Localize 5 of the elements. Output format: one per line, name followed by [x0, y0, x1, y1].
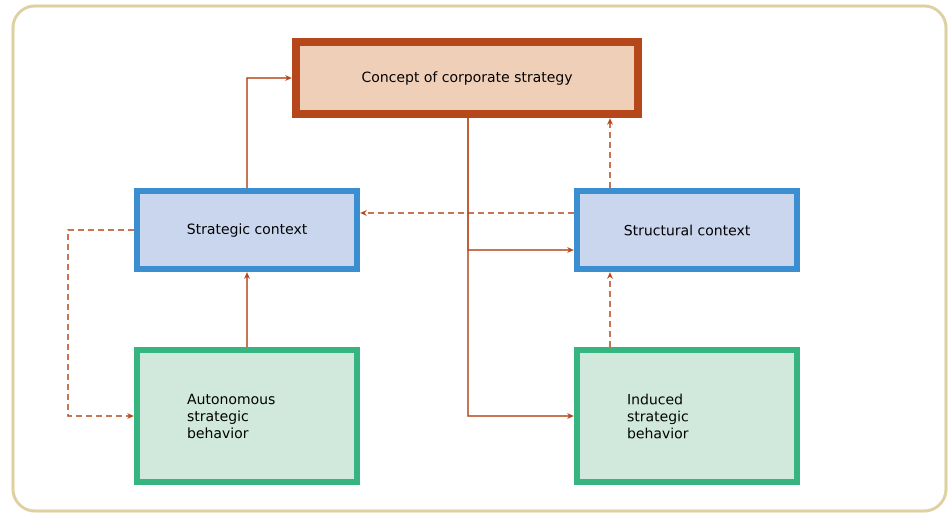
behavior-box: Induced strategic behavior — [574, 347, 800, 485]
context-box: Strategic context — [134, 188, 360, 272]
concept-box: Concept of corporate strategy — [292, 38, 642, 118]
behavior-box: Autonomous strategic behavior — [134, 347, 360, 485]
context-box: Structural context — [574, 188, 800, 272]
